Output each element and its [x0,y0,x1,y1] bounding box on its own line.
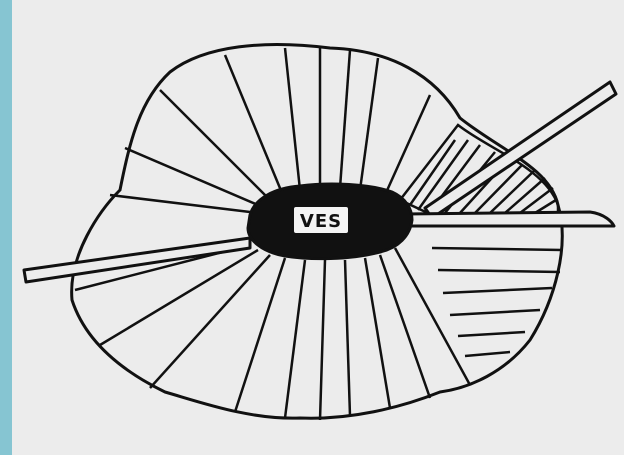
vessel-label: VES [300,211,342,232]
vessel-tube-right [405,212,614,226]
